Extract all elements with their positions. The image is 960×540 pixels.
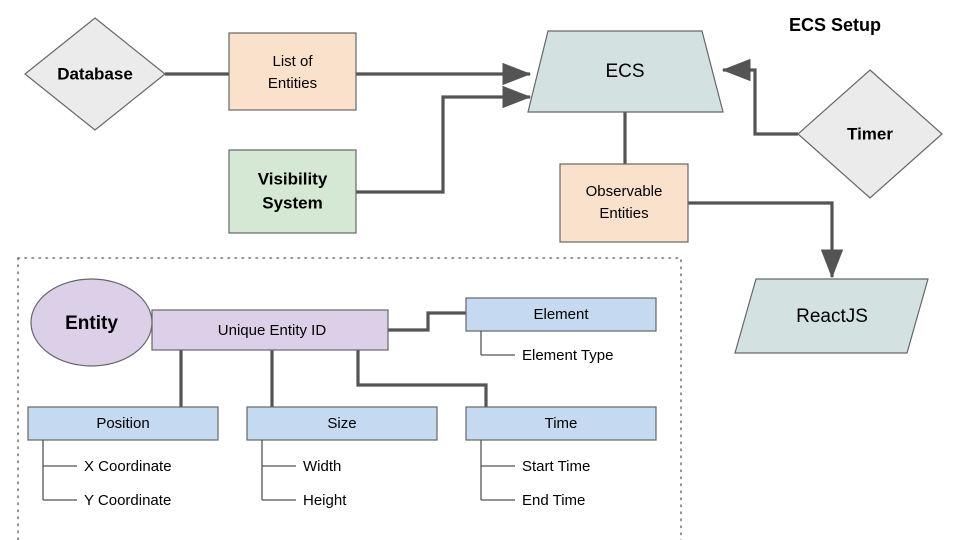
component-size[interactable]: Size xyxy=(246,406,438,441)
edge-visibility-system-to-ecs xyxy=(356,85,532,194)
component-position-fields: X Coordinate Y Coordinate xyxy=(42,440,172,509)
node-reactjs[interactable]: ReactJS xyxy=(734,278,929,354)
edge-timer-to-ecs xyxy=(721,58,798,136)
edge-entity-id-to-element xyxy=(388,311,466,332)
field-element-type: Element Type xyxy=(522,347,613,364)
edge-entity-id-to-time xyxy=(356,350,488,407)
field-height: Height xyxy=(303,492,347,509)
component-time[interactable]: Time xyxy=(465,406,657,441)
node-entity[interactable]: Entity xyxy=(30,278,153,367)
component-position[interactable]: Position xyxy=(27,406,219,441)
page-title: ECS Setup xyxy=(789,15,881,35)
node-ecs[interactable]: ECS xyxy=(527,30,724,113)
component-position-label: Position xyxy=(96,415,149,432)
node-visibility-system[interactable]: Visibility System xyxy=(228,149,357,234)
component-size-label: Size xyxy=(327,415,356,432)
node-observable-entities-label-line1: Observable xyxy=(586,183,663,200)
component-size-fields: Width Height xyxy=(261,440,347,509)
node-timer[interactable]: Timer xyxy=(797,69,943,199)
node-entity-label: Entity xyxy=(65,313,118,334)
field-width: Width xyxy=(303,458,341,475)
node-database-label: Database xyxy=(57,64,133,83)
node-timer-label: Timer xyxy=(847,124,893,143)
field-y-coordinate: Y Coordinate xyxy=(84,492,171,509)
component-element[interactable]: Element xyxy=(465,297,657,332)
node-list-of-entities[interactable]: List of Entities xyxy=(228,32,357,111)
node-unique-entity-id[interactable]: Unique Entity ID xyxy=(151,309,389,351)
component-element-label: Element xyxy=(533,306,589,323)
component-time-label: Time xyxy=(545,415,578,432)
node-list-of-entities-label-line1: List of xyxy=(272,53,313,70)
node-visibility-system-label-line2: System xyxy=(262,193,322,212)
node-unique-entity-id-label: Unique Entity ID xyxy=(218,322,327,339)
field-start-time: Start Time xyxy=(522,458,590,475)
edge-observable-entities-to-reactjs xyxy=(688,201,844,279)
node-observable-entities-label-line2: Entities xyxy=(599,205,648,222)
node-ecs-label: ECS xyxy=(605,61,644,82)
node-visibility-system-label-line1: Visibility xyxy=(258,169,328,188)
component-element-fields: Element Type xyxy=(480,331,613,364)
node-list-of-entities-label-line2: Entities xyxy=(268,75,317,92)
node-observable-entities[interactable]: Observable Entities xyxy=(559,163,689,243)
node-database[interactable]: Database xyxy=(24,17,166,131)
field-end-time: End Time xyxy=(522,492,585,509)
field-x-coordinate: X Coordinate xyxy=(84,458,172,475)
node-reactjs-label: ReactJS xyxy=(796,306,868,327)
component-time-fields: Start Time End Time xyxy=(480,440,590,509)
